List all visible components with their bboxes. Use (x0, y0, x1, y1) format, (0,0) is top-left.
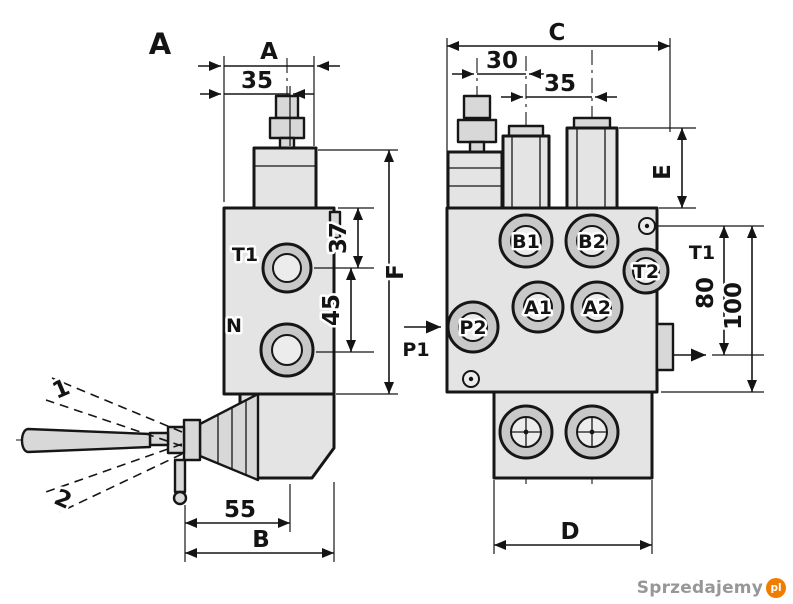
dim-label-b: B (252, 527, 270, 553)
port-p2-circle-inner (458, 312, 488, 342)
port-label-p2: P2 (459, 317, 486, 339)
lever-boot (198, 392, 260, 482)
lever-handle (20, 427, 152, 454)
relief-screw-top (462, 94, 492, 120)
lever-joint (166, 425, 186, 455)
dim-label-a: A (260, 39, 278, 65)
port-label-b1: B1 (512, 231, 540, 253)
dim-label-45: 45 (319, 294, 345, 326)
dim-label-37: 37 (326, 222, 352, 254)
port-label-n: N (226, 315, 242, 337)
dim-label-55: 55 (224, 497, 256, 523)
port-label-t1-left: T1 (232, 244, 258, 266)
port-label-a1: A1 (524, 297, 552, 319)
view-label-a: A (149, 27, 172, 61)
left-valve-cap (252, 146, 318, 210)
lever-connector (148, 431, 170, 447)
watermark-text: Sprzedajemy (636, 578, 763, 598)
port-label-t2: T2 (633, 261, 659, 283)
left-adjust-screw-nut (268, 116, 306, 140)
dim-label-35-right: 35 (544, 71, 576, 97)
dim-label-100: 100 (721, 282, 747, 330)
port-label-b2: B2 (578, 231, 606, 253)
dim-label-c: C (549, 20, 566, 46)
dim-label-f: F (383, 264, 409, 280)
port-label-t1-right: T1 (689, 242, 715, 264)
dim-label-35-left: 35 (241, 68, 273, 94)
dim-label-80: 80 (693, 277, 719, 309)
port-label-a2: A2 (583, 297, 611, 319)
dim-label-d: D (560, 519, 579, 545)
left-body-boss (328, 210, 342, 240)
relief-valve-body (446, 150, 504, 210)
bolt-hole-bottom-center (468, 376, 474, 382)
lever-position-2-outline (59, 453, 183, 513)
port-t1-circle-inner (272, 253, 302, 283)
lever-position-2-outline (45, 443, 183, 493)
right-view (445, 50, 675, 484)
bottom-screw-1-center (523, 429, 529, 435)
bolt-hole-top-center (644, 223, 650, 229)
spool-cap-2 (565, 126, 619, 210)
right-side-tab (655, 322, 675, 372)
lever-position-1-outline (51, 377, 183, 433)
port-a2-circle-inner (582, 292, 612, 322)
port-b1-circle-inner (510, 225, 542, 257)
clevis-pin (173, 458, 187, 494)
port-t2-circle-inner (632, 257, 660, 285)
port-label-p1: P1 (402, 339, 429, 361)
port-a1-circle-inner (523, 292, 553, 322)
right-view-dimensions: C 30 35 E T1 80 100 P1 (400, 18, 764, 554)
dim-label-e: E (650, 164, 676, 180)
watermark-pl-badge: pl (766, 578, 786, 598)
port-n-circle-inner (271, 334, 303, 366)
bottom-screw-2-center (589, 429, 595, 435)
lever-position-1-outline (45, 399, 183, 447)
spool-cap-1 (501, 134, 551, 210)
relief-screw-nut (456, 118, 498, 144)
dim-label-30: 30 (486, 48, 518, 74)
left-adjust-screw-top (274, 94, 300, 120)
watermark: Sprzedajemy pl (637, 578, 786, 598)
clevis-pin-ring (172, 490, 188, 506)
lever-clevis (182, 418, 202, 462)
left-view (16, 58, 342, 513)
port-b2-circle-inner (576, 225, 608, 257)
lever-position-1-label: 1 (49, 374, 74, 404)
